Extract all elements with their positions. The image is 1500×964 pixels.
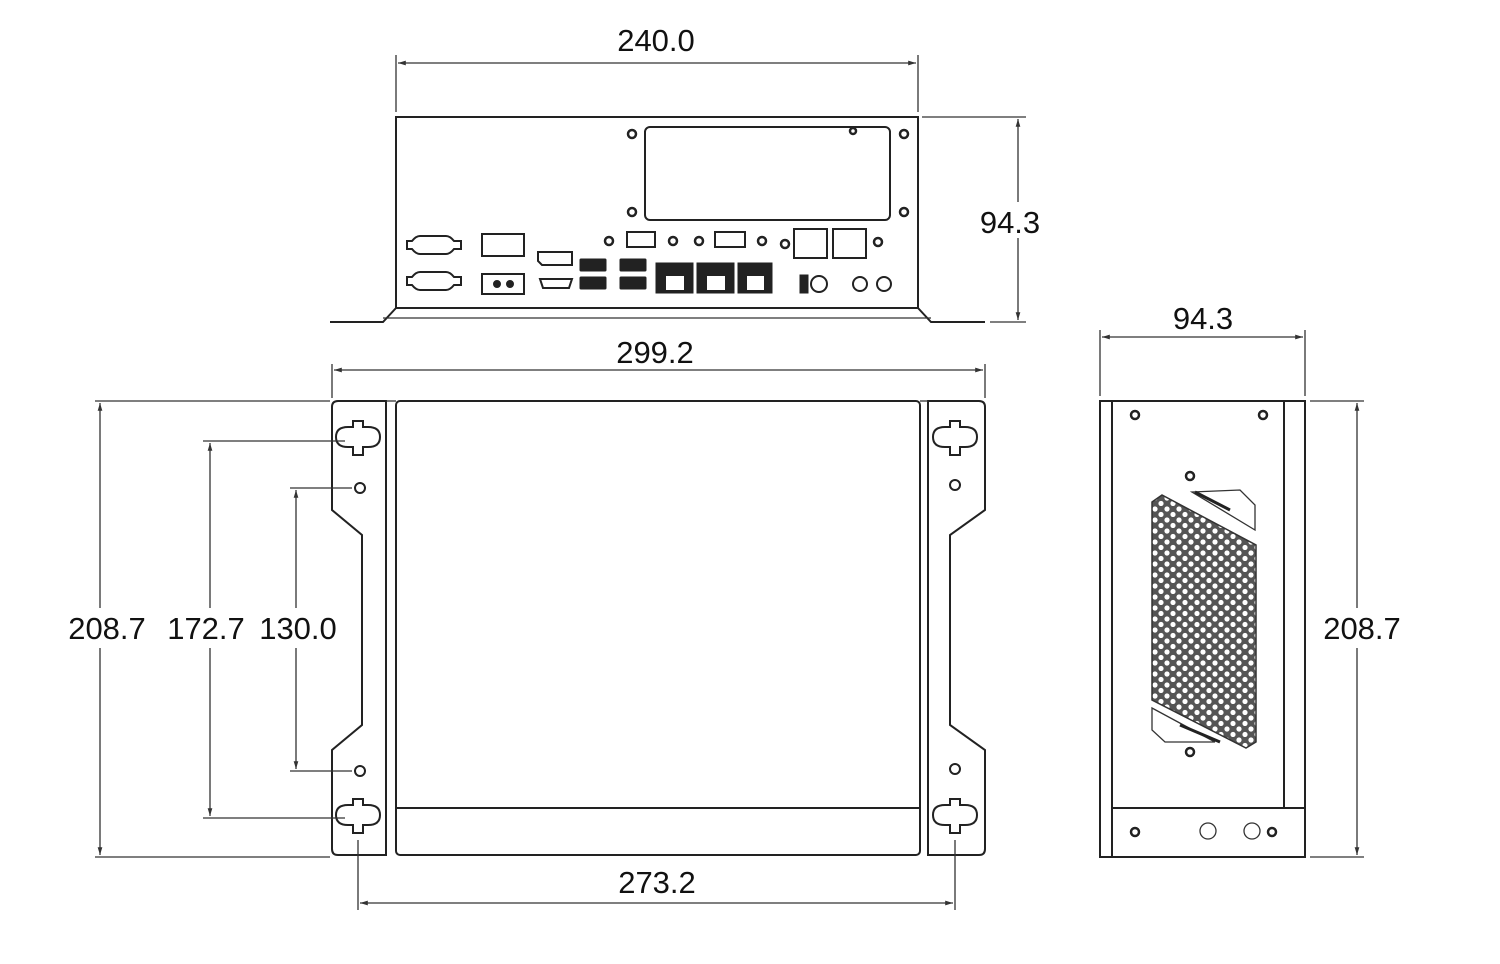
dimension-label: 172.7 [167, 611, 245, 646]
power-connector-icon [481, 273, 525, 295]
keyhole-spacing-dimension: 172.7 [162, 440, 345, 819]
vent-guide-top [1189, 489, 1256, 532]
dimension-label: 94.3 [1173, 301, 1233, 336]
hdmi-port-icon [538, 278, 574, 289]
led-icon [876, 276, 892, 292]
antenna-port-icon [714, 231, 746, 248]
usb-port-icons [579, 258, 647, 290]
left-mounting-flange [331, 400, 387, 856]
dimension-label: 208.7 [68, 611, 146, 646]
dimension-label: 240.0 [617, 23, 695, 58]
ventilation-grille [1151, 494, 1257, 749]
side-depth-dimension: 208.7 [1310, 400, 1410, 858]
top-view [331, 400, 986, 856]
module-slot-icon [832, 228, 867, 259]
top-width-dimension: 299.2 [331, 334, 986, 398]
side-panel-outline [1099, 400, 1306, 858]
led-icon [852, 276, 868, 292]
serial-port-icon [406, 271, 462, 291]
dimension-label: 130.0 [259, 611, 337, 646]
screw-icons [1129, 409, 1278, 838]
front-width-dimension: 240.0 [395, 23, 919, 112]
port-hole-icon [1199, 822, 1217, 840]
small-hole-spacing-dimension: 130.0 [254, 487, 352, 772]
side-view [1099, 400, 1306, 858]
power-terminal-icon [481, 233, 525, 257]
switch-icon [799, 274, 809, 294]
power-button-icon [810, 275, 828, 293]
front-height-dimension: 94.3 [922, 116, 1050, 323]
front-view [330, 116, 985, 323]
serial-port-icon [406, 235, 462, 255]
mounting-feet [330, 307, 985, 323]
displayport-icon [537, 251, 573, 266]
expansion-slot-cover [644, 126, 891, 221]
hole-spacing-width-dimension: 273.2 [357, 840, 956, 910]
overall-depth-dimension: 208.7 [60, 400, 330, 858]
keyhole-icons [334, 420, 979, 834]
dimension-label: 208.7 [1323, 611, 1401, 646]
dimension-label: 299.2 [616, 335, 694, 370]
module-slot-icon [793, 228, 828, 259]
right-mounting-flange [927, 400, 986, 856]
mounting-hole-icons [354, 479, 961, 777]
dimension-label: 94.3 [980, 205, 1040, 240]
dimension-label: 273.2 [618, 865, 696, 900]
ethernet-port-icons [655, 262, 773, 294]
screw-icons [603, 126, 910, 250]
side-width-dimension: 94.3 [1099, 301, 1306, 396]
front-panel-outline [395, 116, 919, 309]
chassis-top [395, 400, 921, 856]
port-hole-icon [1243, 822, 1261, 840]
antenna-port-icon [626, 231, 656, 248]
